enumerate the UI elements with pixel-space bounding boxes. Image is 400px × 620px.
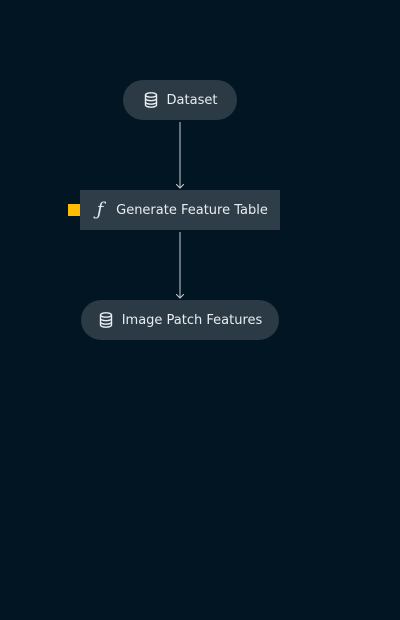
function-icon: ƒ: [96, 199, 104, 220]
database-icon: [98, 312, 114, 328]
dataset-node[interactable]: Dataset: [123, 80, 237, 120]
image-patch-features-label: Image Patch Features: [121, 312, 263, 328]
generate-feature-table-node[interactable]: ƒ Generate Feature Table: [80, 190, 280, 230]
database-icon: [143, 92, 159, 108]
dataset-node-label: Dataset: [166, 92, 218, 108]
image-patch-features-node[interactable]: Image Patch Features: [81, 300, 279, 340]
node-status-indicator: [68, 204, 80, 216]
generate-feature-table-label: Generate Feature Table: [116, 202, 268, 218]
